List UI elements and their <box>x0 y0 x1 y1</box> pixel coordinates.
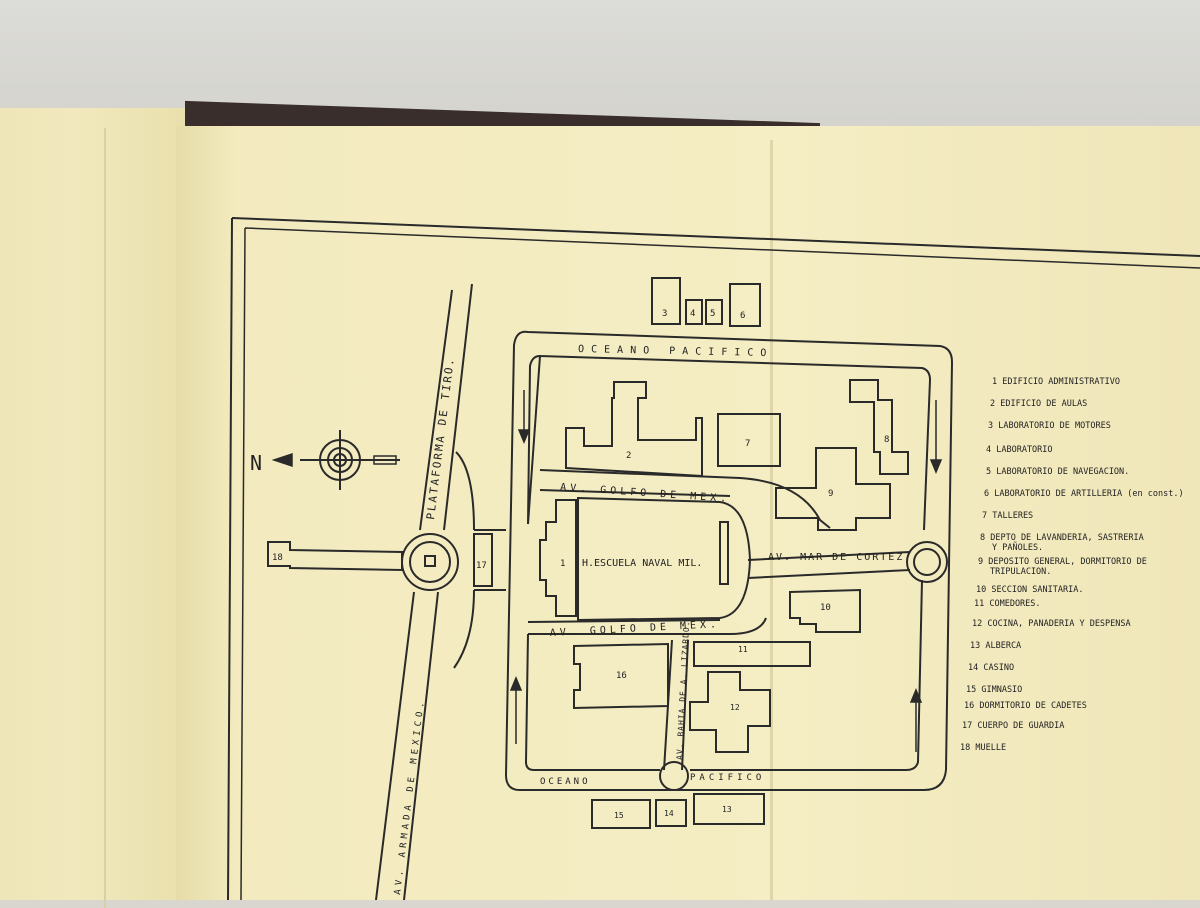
building-10 <box>789 588 861 633</box>
legend-item: 3 LABORATORIO DE MOTORES <box>988 421 1111 431</box>
building-number: 11 <box>738 645 748 654</box>
legend-item: 10 SECCION SANITARIA. <box>976 585 1083 595</box>
outer-frame <box>227 217 1200 900</box>
north-label: N <box>250 451 262 475</box>
page-fold <box>104 128 106 908</box>
entrance-road <box>474 529 506 591</box>
building-number: 16 <box>616 671 627 681</box>
legend-item: 11 COMEDORES. <box>974 599 1041 609</box>
entrance-arc-top <box>455 451 475 531</box>
building-number: 18 <box>272 553 283 563</box>
building-12 <box>689 671 771 753</box>
building-number: 4 <box>690 309 695 319</box>
direction-arrow-icon <box>517 390 531 444</box>
building-number: 13 <box>722 805 732 814</box>
road-label-plataforma: PLATAFORMA DE TIRO. <box>424 356 457 520</box>
building-15 <box>591 799 651 829</box>
legend-item: 14 CASINO <box>968 663 1014 673</box>
west-roundabout-inner <box>409 541 451 583</box>
building-number: 10 <box>820 603 831 613</box>
building-number: 12 <box>730 703 740 712</box>
building-7 <box>717 413 781 467</box>
building-2 <box>565 381 703 478</box>
roundabout-monument <box>424 555 436 567</box>
legend-item: 15 GIMNASIO <box>966 685 1022 695</box>
building-1 <box>539 499 577 617</box>
left-page <box>0 108 185 908</box>
building-number: 15 <box>614 811 624 820</box>
armada-road-right <box>403 283 473 900</box>
legend-item: 17 CUERPO DE GUARDIA <box>962 721 1064 731</box>
golfo-road-top-2 <box>539 489 731 497</box>
center-label: H.ESCUELA NAVAL MIL. <box>582 558 702 569</box>
legend: 1 EDIFICIO ADMINISTRATIVO 2 EDIFICIO DE … <box>960 377 1184 753</box>
building-9 <box>775 447 891 531</box>
perimeter-road-outer <box>504 330 954 791</box>
legend-item: 4 LABORATORIO <box>986 445 1053 455</box>
building-number: 7 <box>745 439 750 449</box>
lizardo-road <box>663 639 689 771</box>
building-number: 2 <box>626 451 631 461</box>
mar-cortez-road <box>747 551 911 579</box>
south-roundabout <box>659 761 689 791</box>
legend-item: Y PAÑOLES. <box>992 542 1043 553</box>
building-11 <box>693 641 811 667</box>
road-label-oceano-pacifico-top: OCEANO PACIFICO <box>578 344 774 359</box>
building-16 <box>573 642 669 710</box>
road-label-lizardo: AV. BAHIA DE A. LIZARDO. <box>675 620 691 760</box>
golfo-road-bottom <box>528 617 767 635</box>
parade-stand <box>719 521 729 585</box>
building-number: 8 <box>884 435 889 445</box>
inner-frame <box>240 227 1200 900</box>
east-roundabout <box>906 541 948 583</box>
building-number: 3 <box>662 309 667 319</box>
building-13 <box>693 793 765 825</box>
building-18 <box>267 541 403 572</box>
legend-item: 8 DEPTO DE LAVANDERIA, SASTRERIA <box>980 533 1144 543</box>
building-17 <box>473 533 493 587</box>
legend-item: 12 COCINA, PANADERIA Y DESPENSA <box>972 619 1131 629</box>
legend-item: 6 LABORATORIO DE ARTILLERIA (en const.) <box>984 489 1184 499</box>
legend-item: 5 LABORATORIO DE NAVEGACION. <box>986 467 1129 477</box>
road-label-mar-cortez: AV. MAR DE CORTEZ <box>768 552 904 563</box>
golfo-road-bottom-2 <box>527 619 721 623</box>
building-number: 17 <box>476 561 487 571</box>
legend-item: 7 TALLERES <box>982 511 1033 521</box>
road-label-oceano-bottom: OCEANO <box>540 777 591 787</box>
building-number: 1 <box>560 559 565 569</box>
building-number: 9 <box>828 489 833 499</box>
building-number: 14 <box>664 809 674 818</box>
building-3 <box>651 277 681 325</box>
compass-axis <box>300 430 400 490</box>
building-number: 6 <box>740 311 745 321</box>
legend-item: TRIPULACION. <box>990 567 1051 577</box>
building-5 <box>705 299 723 325</box>
legend-item: 1 EDIFICIO ADMINISTRATIVO <box>992 377 1120 387</box>
building-6 <box>729 283 761 327</box>
entrance-arc-bottom <box>453 589 475 669</box>
building-8 <box>849 379 909 475</box>
direction-arrow-icon <box>909 688 923 752</box>
legend-item: 13 ALBERCA <box>970 641 1021 651</box>
legend-item: 2 EDIFICIO DE AULAS <box>990 399 1087 409</box>
building-4 <box>685 299 703 325</box>
direction-arrow-icon <box>509 676 523 744</box>
legend-item: 16 DORMITORIO DE CADETES <box>964 701 1087 711</box>
road-label-pacifico-bottom: PACIFICO <box>690 773 765 783</box>
legend-item: 9 DEPOSITO GENERAL, DORMITORIO DE <box>978 557 1147 567</box>
flag-marker <box>373 455 397 465</box>
armada-road-left <box>375 289 453 900</box>
direction-arrow-icon <box>929 400 943 474</box>
page-gutter <box>770 140 773 900</box>
building-number: 5 <box>710 309 715 319</box>
building-14 <box>655 799 687 827</box>
perimeter-road-inner <box>524 354 932 771</box>
road-label-golfo-top: AV. GOLFO DE MEX. <box>560 482 731 505</box>
legend-item: 18 MUELLE <box>960 743 1006 753</box>
compass-arrow-icon <box>271 452 293 468</box>
east-roundabout-inner <box>913 548 941 576</box>
parade-ground <box>577 496 752 622</box>
